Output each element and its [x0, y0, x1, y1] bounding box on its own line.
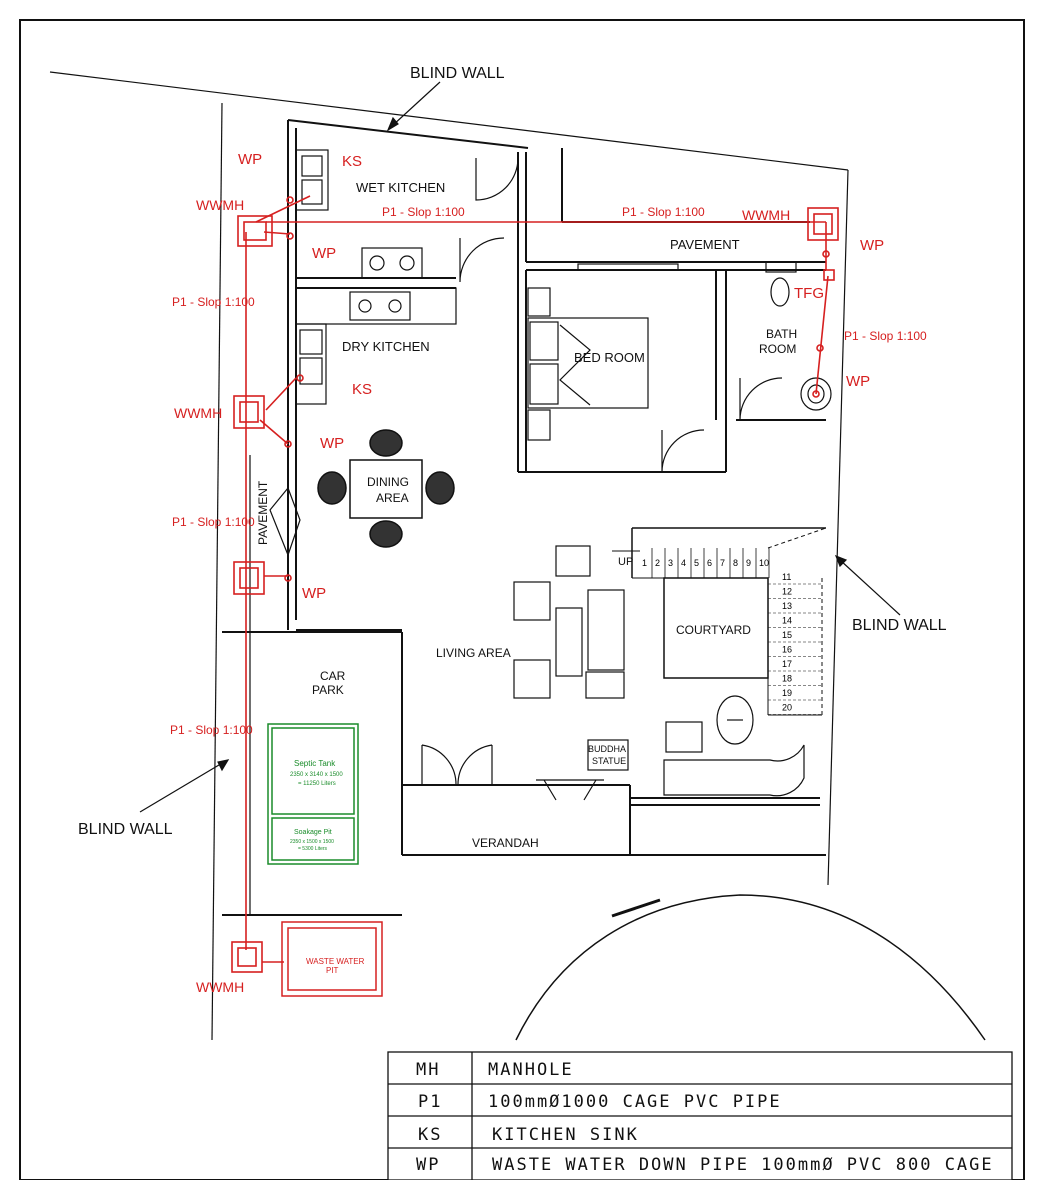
- stair-step-number: 12: [782, 587, 792, 597]
- legend-code: KS: [418, 1125, 442, 1145]
- bed-furniture: [527, 263, 679, 441]
- wp-label: WP: [302, 585, 326, 602]
- bed-room-label: BED ROOM: [574, 350, 645, 365]
- ks-label: KS: [352, 381, 372, 398]
- legend-desc: WASTE WATER DOWN PIPE 100mmØ PVC 800 CAG…: [492, 1155, 994, 1175]
- room-label: ROOM: [759, 342, 796, 356]
- stair-step-number: 4: [681, 558, 686, 568]
- dining-area-label: AREA: [376, 491, 409, 505]
- plumbing-lines: [245, 195, 829, 963]
- legend-table: MH MANHOLE P1 100mmØ1000 CAGE PVC PIPE K…: [387, 1051, 1013, 1180]
- wp-label: WP: [312, 245, 336, 262]
- stair-step-number: 1: [642, 558, 647, 568]
- living-furniture: [513, 545, 805, 797]
- park-label: PARK: [312, 683, 344, 697]
- statue-label: STATUE: [592, 756, 626, 766]
- car-label: CAR: [320, 669, 346, 683]
- stair-step-number: 20: [782, 703, 792, 713]
- legend-code: P1: [418, 1092, 442, 1112]
- dining-table: [317, 429, 455, 548]
- legend-desc: MANHOLE: [488, 1060, 574, 1080]
- house-walls: [222, 119, 826, 916]
- slope-label: P1 - Slop 1:100: [172, 295, 255, 309]
- kitchen-fixtures: [295, 149, 457, 405]
- blind-wall-top-label: BLIND WALL: [410, 65, 505, 82]
- slope-label: P1 - Slop 1:100: [170, 723, 253, 737]
- stair-step-number: 3: [668, 558, 673, 568]
- septic-title: Septic Tank: [294, 759, 336, 768]
- dining-label: DINING: [367, 475, 409, 489]
- blind-wall-pointers: [139, 81, 901, 813]
- legend-code: MH: [416, 1060, 440, 1080]
- slope-label: P1 - Slop 1:100: [622, 205, 705, 219]
- blind-wall-right-label: BLIND WALL: [852, 617, 947, 634]
- stair-step-number: 7: [720, 558, 725, 568]
- buddha-label: BUDDHA: [588, 744, 626, 754]
- stair-step-number: 9: [746, 558, 751, 568]
- slope-label: P1 - Slop 1:100: [382, 205, 465, 219]
- pavement-side-label: PAVEMENT: [256, 480, 270, 545]
- plumbing-labels: WP KS WWMH WP P1 - Slop 1:100 P1 - Slop …: [170, 151, 927, 995]
- stair-step-number: 6: [707, 558, 712, 568]
- soakage-capacity: = 5300 Liters: [298, 846, 328, 852]
- slope-label: P1 - Slop 1:100: [844, 329, 927, 343]
- wet-kitchen-label: WET KITCHEN: [356, 180, 445, 195]
- stairs: [612, 527, 827, 716]
- stair-step-number: 18: [782, 674, 792, 684]
- drawing-frame: [19, 19, 1025, 1180]
- blind-wall-left-label: BLIND WALL: [78, 821, 173, 838]
- site-boundary-left: [211, 102, 223, 1041]
- wp-label: WP: [860, 237, 884, 254]
- stair-step-number: 15: [782, 630, 792, 640]
- bath-label: BATH: [766, 327, 797, 341]
- wp-label: WP: [238, 151, 262, 168]
- bath-fixtures: [765, 261, 832, 411]
- waste-water-pit: [281, 921, 383, 997]
- stair-step-number: 19: [782, 688, 792, 698]
- septic-dims: 2350 x 3140 x 1500: [290, 772, 343, 778]
- stair-step-number: 5: [694, 558, 699, 568]
- wwmh-label: WWMH: [196, 197, 244, 213]
- site-boundary-right: [827, 169, 849, 886]
- wwmh-label: WWMH: [174, 405, 222, 421]
- legend-desc: 100mmØ1000 CAGE PVC PIPE: [488, 1092, 782, 1112]
- wwmh-label: WWMH: [196, 979, 244, 995]
- stair-step-number: 10: [759, 558, 769, 568]
- stair-step-number: 17: [782, 659, 792, 669]
- stair-up-label: UP: [618, 556, 633, 568]
- stair-step-number: 2: [655, 558, 660, 568]
- garden-bench: [611, 898, 661, 918]
- soakage-dims: 2350 x 1500 x 1500: [290, 839, 334, 845]
- waste-pit-label-2: PIT: [326, 966, 339, 975]
- septic-capacity: = 11250 Liters: [298, 781, 336, 787]
- doors: [269, 157, 783, 801]
- legend-code: WP: [416, 1155, 440, 1175]
- dry-kitchen-label: DRY KITCHEN: [342, 339, 430, 354]
- tfg-label: TFG: [794, 285, 824, 302]
- slope-label: P1 - Slop 1:100: [172, 515, 255, 529]
- wwmh-label: WWMH: [742, 207, 790, 223]
- ks-label: KS: [342, 153, 362, 170]
- site-boundary-top: [49, 71, 849, 171]
- verandah-label: VERANDAH: [472, 836, 539, 850]
- stair-step-number: 14: [782, 616, 792, 626]
- waste-pit-label: WASTE WATER: [306, 957, 365, 966]
- septic-tank: [267, 723, 359, 865]
- stair-step-number: 11: [782, 572, 791, 582]
- legend-desc: KITCHEN SINK: [492, 1125, 639, 1145]
- wp-label: WP: [320, 435, 344, 452]
- stair-step-number: 13: [782, 601, 792, 611]
- wp-label: WP: [846, 373, 870, 390]
- living-area-label: LIVING AREA: [436, 646, 511, 660]
- stair-step-number: 8: [733, 558, 738, 568]
- stair-step-number: 16: [782, 645, 792, 655]
- garden-arc: [515, 894, 986, 1041]
- soakage-title: Soakage Pit: [294, 829, 332, 836]
- courtyard-label: COURTYARD: [676, 623, 751, 637]
- manholes: [231, 196, 839, 973]
- pavement-top-label: PAVEMENT: [670, 237, 740, 252]
